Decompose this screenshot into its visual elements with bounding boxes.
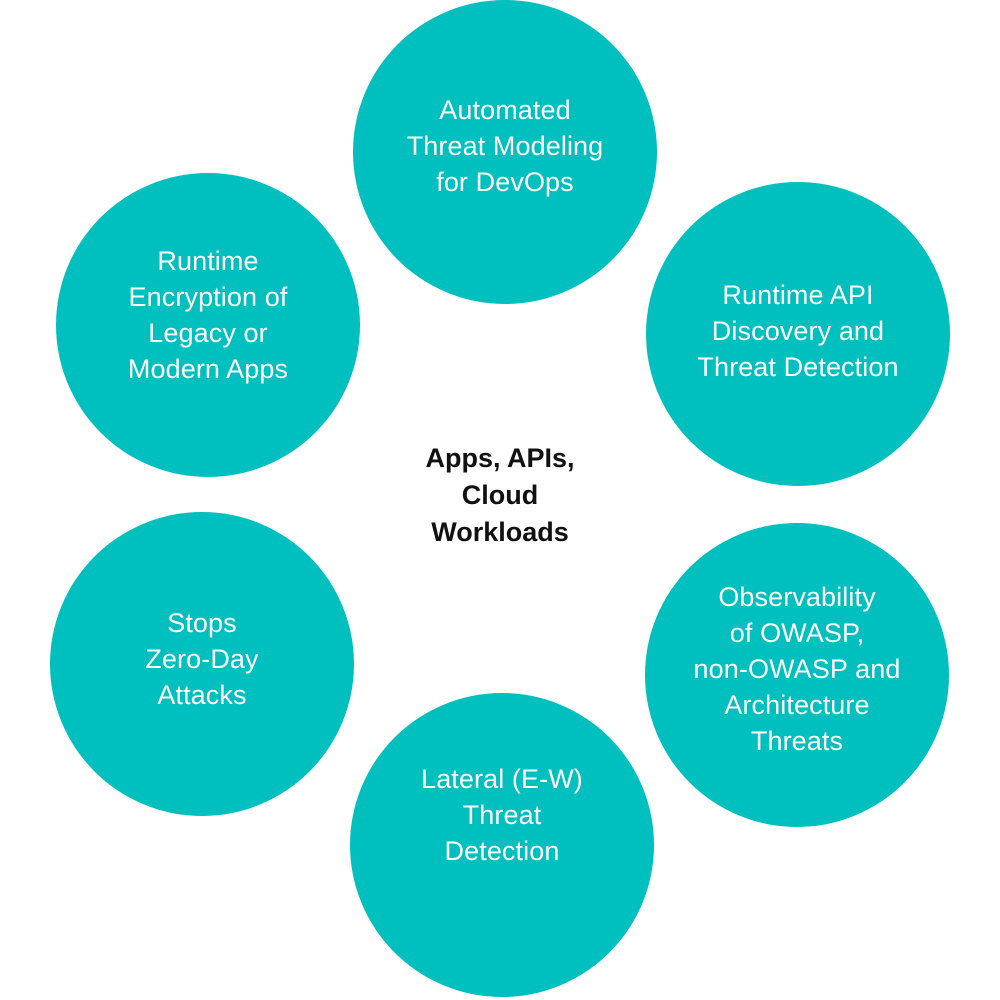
node-label: Lateral (E-W) Threat Detection: [421, 764, 583, 866]
node-label: Runtime Encryption of Legacy or Modern A…: [127, 246, 289, 384]
node-label: Observability of OWASP, non-OWASP and Ar…: [693, 582, 901, 756]
node-runtime-api-discovery: Runtime API Discovery and Threat Detecti…: [646, 182, 950, 486]
node-observability-owasp: Observability of OWASP, non-OWASP and Ar…: [645, 523, 949, 827]
center-title: Apps, APIs, Cloud Workloads: [425, 443, 575, 547]
node-label: Automated Threat Modeling for DevOps: [406, 95, 604, 197]
node-label: Runtime API Discovery and Threat Detecti…: [697, 280, 899, 382]
node-automated-threat-modeling: Automated Threat Modeling for DevOps: [353, 0, 657, 304]
node-lateral-threat-detection: Lateral (E-W) Threat Detection: [350, 693, 654, 997]
node-runtime-encryption: Runtime Encryption of Legacy or Modern A…: [56, 173, 360, 477]
node-stops-zero-day: Stops Zero-Day Attacks: [50, 512, 354, 816]
node-label: Stops Zero-Day Attacks: [145, 608, 259, 710]
